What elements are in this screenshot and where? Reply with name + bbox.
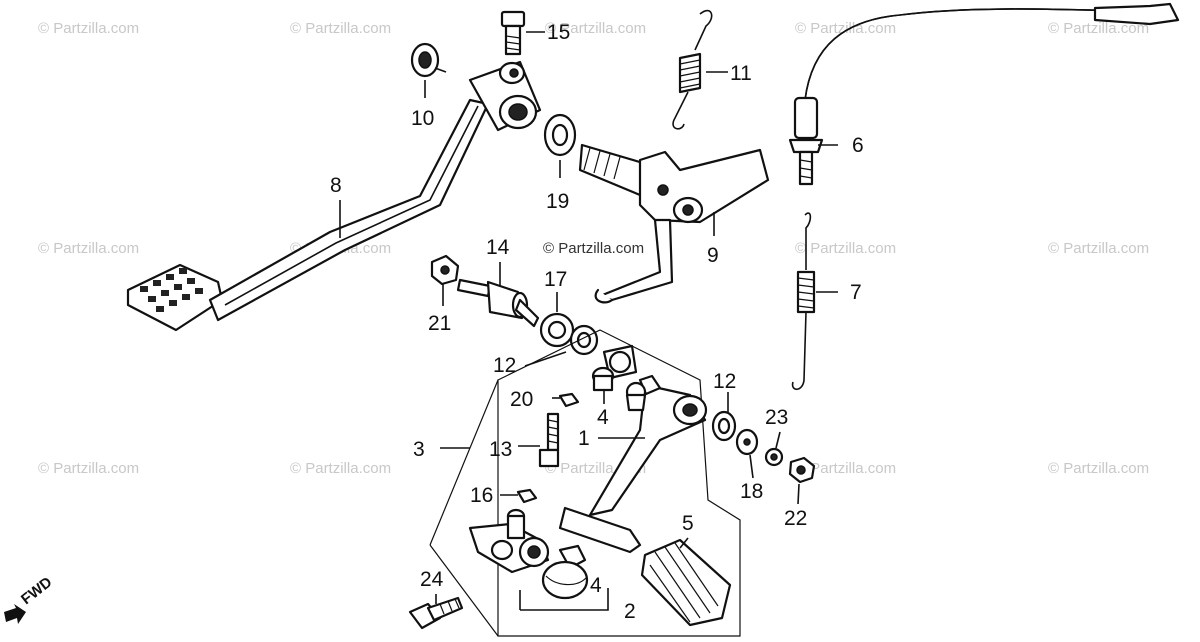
part-24-bolt [408,596,464,630]
callout-18: 18 [740,480,763,503]
watermark: © Partzilla.com [1048,20,1149,37]
callout-21: 21 [428,312,451,335]
callout-14: 14 [486,236,510,259]
watermark: © Partzilla.com [795,240,896,257]
part-4-upper [591,366,647,412]
watermark: © Partzilla.com [795,460,896,477]
fwd-arrow: FWD [4,574,56,624]
callout-12-left: 12 [493,354,516,377]
part-11-spring [672,9,713,130]
watermark: © Partzilla.com [38,460,139,477]
watermark: © Partzilla.com [290,460,391,477]
part-15-bolt [500,10,526,56]
part-1-shift-lever [558,344,708,554]
leader-lines [339,31,838,611]
callout-11: 11 [730,62,752,85]
callout-4-lower: 4 [590,574,602,597]
watermark: © Partzilla.com [38,20,139,37]
watermark: © Partzilla.com [1048,460,1149,477]
callout-7: 7 [850,281,862,304]
part-13-rod [538,412,560,468]
callouts: 15 11 10 8 19 6 9 14 17 7 21 12 12 20 4 … [330,21,864,623]
callout-6: 6 [852,134,864,157]
watermark: © Partzilla.com [290,20,391,37]
watermark: © Partzilla.com [545,20,646,37]
callout-12-right: 12 [713,370,736,393]
part-21-nut [430,254,460,286]
callout-1: 1 [578,427,590,450]
part-23-washer [764,447,784,467]
part-10-cap [410,42,447,78]
callout-17: 17 [544,268,567,291]
part-9-brake-arm [578,143,770,304]
part-3-outline [429,329,741,637]
fwd-label: FWD [18,574,56,609]
watermark-center: © Partzilla.com [543,240,644,257]
callout-22: 22 [784,507,807,530]
callout-19: 19 [546,190,569,213]
callout-24: 24 [420,568,444,591]
part-22-nut [788,456,816,484]
callout-16: 16 [470,484,493,507]
part-6-cable [788,2,1180,186]
watermarks: © Partzilla.com © Partzilla.com © Partzi… [38,20,1149,477]
part-18-washer [735,428,759,456]
part-14-pivot-bolt [456,278,540,328]
callout-15: 15 [547,21,570,44]
watermark: © Partzilla.com [1048,240,1149,257]
part-2-joint [468,508,550,574]
callout-4-upper: 4 [597,406,609,429]
part-5-shift-rubber [640,538,732,627]
brake-pedal [126,60,542,332]
part-4-lower [541,544,589,600]
watermark: © Partzilla.com [795,20,896,37]
callout-20: 20 [510,388,533,411]
part-17-seal [539,312,575,348]
callout-23: 23 [765,406,788,429]
callout-3: 3 [413,438,425,461]
callout-5: 5 [682,512,694,535]
callout-13: 13 [489,438,512,461]
part-12-washer-left [569,324,599,356]
callout-8: 8 [330,174,342,197]
part-16-nut [516,488,538,504]
callout-9: 9 [707,244,719,267]
part-20-nut [558,392,580,408]
part-12-washer-right [711,410,737,442]
callout-10: 10 [411,107,434,130]
part-19-washer [543,113,577,157]
callout-2: 2 [624,600,636,623]
watermark: © Partzilla.com [38,240,139,257]
part-7-spring [791,212,816,391]
